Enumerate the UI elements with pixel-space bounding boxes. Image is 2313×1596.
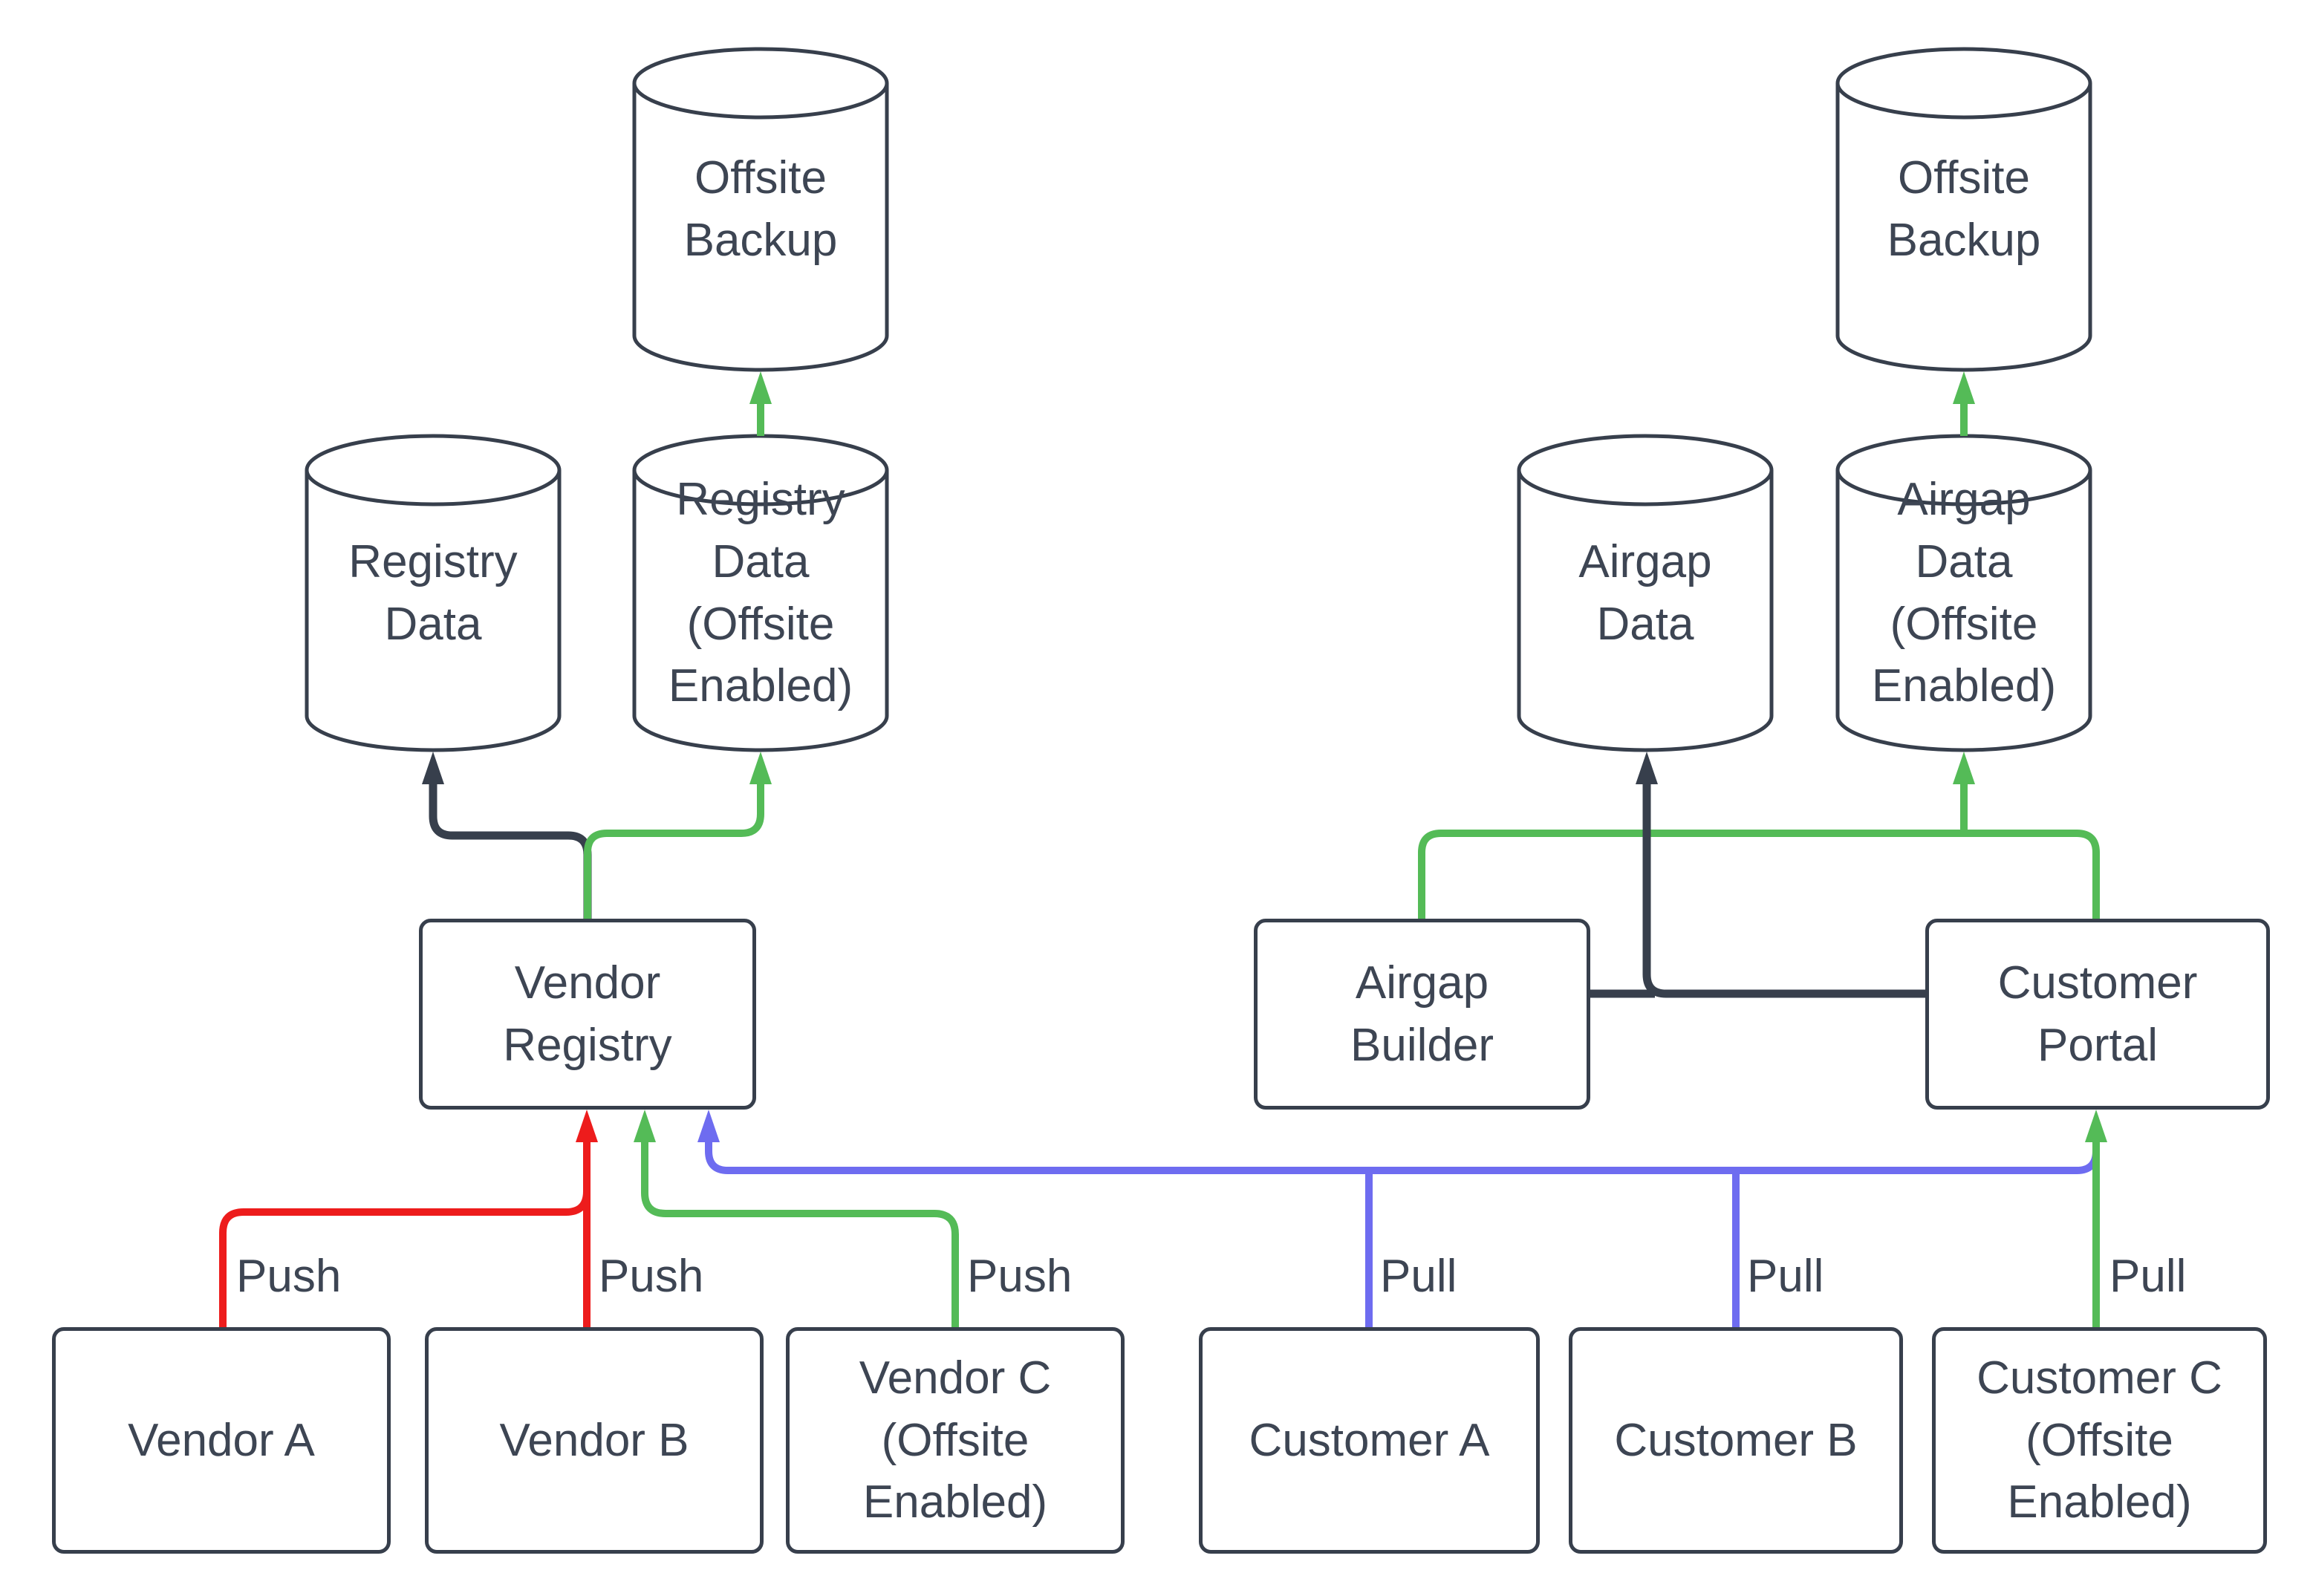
node-customer-c-label: Customer C (Offsite Enabled) <box>1977 1352 2222 1528</box>
edge-label-pull-a: Pull <box>1380 1251 1457 1302</box>
node-vendor-registry-label: Vendor Registry <box>503 957 672 1071</box>
arrow-up-offsite-backup-left <box>749 371 772 404</box>
arrow-up-vendor-registry-red <box>576 1110 598 1142</box>
node-customer-b[interactable]: Customer B <box>1569 1327 1903 1554</box>
node-vendor-c-label: Vendor C (Offsite Enabled) <box>859 1352 1052 1528</box>
db-airgap-data-label: Airgap Data <box>1578 535 1712 650</box>
db-registry-data-offsite-label: Registry Data (Offsite Enabled) <box>668 474 853 712</box>
edge-label-push-a: Push <box>236 1251 342 1302</box>
node-vendor-b[interactable]: Vendor B <box>425 1327 764 1554</box>
node-vendor-b-label: Vendor B <box>499 1414 689 1466</box>
db-offsite-backup-right-label: Offsite Backup <box>1887 152 2041 266</box>
arrow-up-registry-data <box>422 752 444 784</box>
edge-label-push-c: Push <box>967 1251 1073 1302</box>
db-registry-data-label: Registry Data <box>348 535 518 650</box>
db-airgap-data-offsite-label: Airgap Data (Offsite Enabled) <box>1871 474 2057 712</box>
arrow-up-airgap-data-offsite <box>1953 752 1975 784</box>
node-vendor-a-label: Vendor A <box>128 1414 315 1466</box>
node-airgap-builder-label: Airgap Builder <box>1350 957 1494 1071</box>
node-customer-c[interactable]: Customer C (Offsite Enabled) <box>1932 1327 2267 1554</box>
arrow-up-vendor-registry-green <box>634 1110 656 1142</box>
edge-label-pull-b: Pull <box>1747 1251 1824 1302</box>
arrow-up-airgap-data <box>1636 752 1658 784</box>
arrow-up-offsite-backup-right <box>1953 371 1975 404</box>
arrow-up-customer-portal <box>2085 1110 2107 1142</box>
arrow-up-registry-data-offsite <box>749 752 772 784</box>
edge-blue-pull-main <box>705 1141 2100 1174</box>
node-customer-portal[interactable]: Customer Portal <box>1925 919 2270 1110</box>
node-customer-a[interactable]: Customer A <box>1199 1327 1540 1554</box>
node-customer-portal-label: Customer Portal <box>1997 957 2198 1071</box>
node-customer-b-label: Customer B <box>1614 1414 1858 1466</box>
node-vendor-c[interactable]: Vendor C (Offsite Enabled) <box>786 1327 1125 1554</box>
db-offsite-backup-left-label: Offsite Backup <box>683 152 838 266</box>
node-vendor-a[interactable]: Vendor A <box>52 1327 391 1554</box>
node-airgap-builder[interactable]: Airgap Builder <box>1254 919 1590 1110</box>
edge-label-pull-c: Pull <box>2109 1251 2187 1302</box>
edge-green-registry-to-offsite <box>584 781 764 919</box>
edge-label-push-b: Push <box>599 1251 704 1302</box>
node-vendor-registry[interactable]: Vendor Registry <box>419 919 756 1110</box>
edge-green-builder-portal-offsite <box>1418 830 2100 919</box>
edge-dark-portal-to-airgap-data <box>1642 781 1925 998</box>
arrow-up-vendor-registry-blue <box>697 1110 720 1142</box>
node-customer-a-label: Customer A <box>1249 1414 1490 1466</box>
edge-dark-registry-to-registry-data <box>429 781 592 919</box>
